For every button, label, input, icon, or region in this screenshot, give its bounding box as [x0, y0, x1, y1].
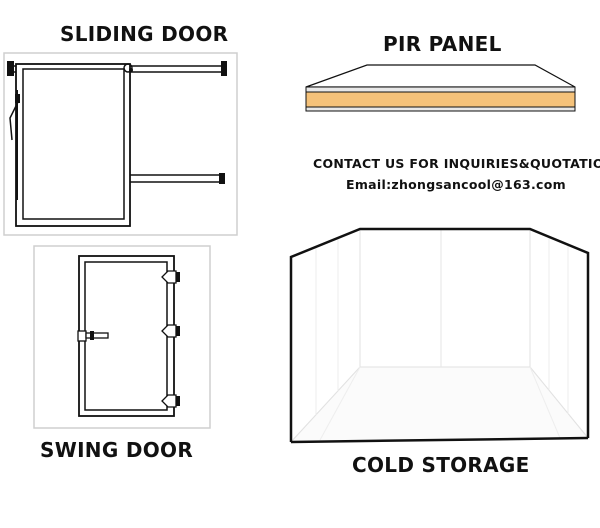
- pir-panel-core: [305, 91, 576, 108]
- sliding-door-handle: [9, 101, 19, 141]
- cold-storage-outline: [289, 227, 590, 442]
- swing-door-handle: [85, 332, 109, 339]
- cold-storage-back-wall: [359, 228, 531, 368]
- pir-panel-drawing: [305, 64, 576, 112]
- sliding-door-drawing: [3, 52, 238, 236]
- rail-end-cap-right: [221, 61, 227, 76]
- rail-end-cap-left: [7, 61, 14, 76]
- cold-storage-front-edge: [290, 436, 589, 444]
- sliding-door-inner-panel: [22, 68, 125, 220]
- sliding-door-leaf: [15, 63, 131, 227]
- hanger-wheel: [123, 63, 133, 73]
- sliding-door-title: SLIDING DOOR: [60, 22, 229, 46]
- email-text: Email:zhongsancool@163.com: [346, 177, 566, 192]
- cold-storage-drawing: [289, 227, 590, 444]
- swing-door-leaf: [78, 255, 175, 417]
- swing-door-hinge: [161, 394, 180, 408]
- cold-storage-title: COLD STORAGE: [352, 453, 530, 477]
- swing-door-title: SWING DOOR: [40, 438, 194, 462]
- swing-door-drawing: [33, 245, 211, 429]
- pir-panel-bottom-skin: [305, 106, 576, 112]
- contact-text: CONTACT US FOR INQUIRIES&QUOTATION: [313, 156, 600, 171]
- pir-panel-title: PIR PANEL: [383, 32, 502, 56]
- swing-door-latch: [77, 330, 87, 342]
- pir-panel-top-skin: [305, 64, 576, 88]
- swing-door-hinge: [161, 324, 180, 338]
- swing-door-hinge: [161, 270, 180, 284]
